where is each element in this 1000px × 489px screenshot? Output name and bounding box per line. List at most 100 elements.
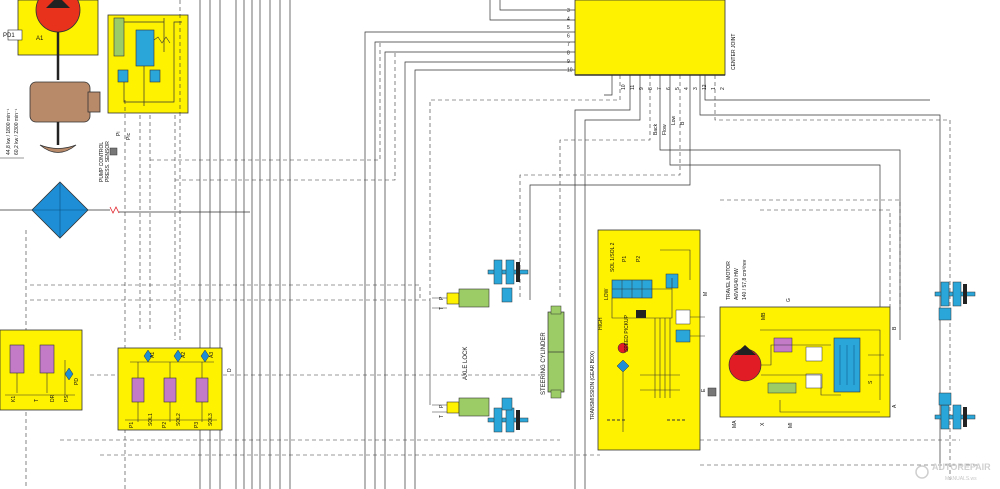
center-joint-label: CENTER JOINT: [731, 34, 737, 70]
solenoid-valve-block: A1 A2 A3 P1 SOL1 P2 SOL2 P3 SOL3 D: [117, 347, 233, 431]
center-joint-port-label: 5: [675, 87, 681, 90]
s-label: S: [868, 380, 874, 384]
pd-label: PD: [74, 378, 80, 385]
e-label: E: [701, 388, 707, 392]
center-joint-dashed-pipes: [429, 75, 951, 480]
mb-label: MB: [761, 312, 767, 320]
sol1-label: SOL1: [148, 413, 154, 426]
main-pump-block: PD1 A1: [3, 0, 99, 80]
p2-trans-label: P2: [636, 256, 642, 262]
d-label: D: [227, 368, 233, 372]
center-joint-port-label: 8: [648, 87, 654, 90]
engine-spec-2: 60,2 kw / 2300 min⁻¹: [14, 108, 20, 155]
dr-label: DR: [50, 394, 56, 402]
pic-label: Pic: [126, 133, 132, 140]
pump-control-sensor: PUMP CONTROL PRESS. SENSOR Pi Pic: [99, 132, 132, 182]
solenoid-icon: [39, 344, 55, 374]
x-label: X: [760, 422, 766, 426]
solenoid-icon: [9, 344, 25, 374]
travel-motor-dashed: [700, 199, 980, 466]
a1-top-label: A1: [36, 36, 44, 42]
travel-motor-block: TRAVEL MOTOR A6VM140 HW 140 / 57,8 cm³/r…: [719, 259, 898, 428]
ps-label: PS: [64, 395, 70, 402]
m-label: M: [703, 292, 709, 296]
transmission-label: TRANSMISSION (GEAR BOX): [590, 351, 596, 420]
p2-sol-label: P2: [162, 422, 168, 428]
mi-label: MI: [788, 422, 794, 428]
transmission-block: TRANSMISSION (GEAR BOX) HIGH LOW SOL 1/S…: [590, 229, 717, 451]
center-joint-port-label: 8: [567, 51, 570, 57]
center-joint-port-label: 1: [711, 87, 717, 90]
brake-valve-block-left: K1 T PD PS DR: [0, 329, 83, 411]
center-joint-port-label: 11: [630, 85, 636, 90]
b-label: B: [680, 121, 686, 125]
center-joint-port-label: 5: [567, 25, 570, 31]
a3-sol-label: A3: [209, 352, 215, 358]
center-joint-port-label: 9: [639, 87, 645, 90]
low-sol-label: LOW: [604, 288, 610, 300]
oil-cooler: [0, 181, 250, 239]
ma-label: MA: [732, 420, 738, 428]
p1-trans-label: P1: [622, 256, 628, 262]
axle-t1-label: T: [439, 307, 445, 310]
center-joint-port-label: 3: [693, 87, 699, 90]
sol3-label: SOL3: [208, 413, 214, 426]
a1-sol-label: A1: [150, 352, 156, 358]
k1-label: K1: [11, 396, 17, 402]
steering-cylinder: STEERING CYLINDER: [541, 305, 565, 399]
fan-icon: [39, 144, 77, 153]
axle-t2-label: T: [439, 415, 445, 418]
axle-p2-label: P: [439, 404, 445, 408]
pump-control-label-2: PRESS. SENSOR: [105, 141, 111, 182]
center-joint-port-label: 4: [684, 87, 690, 90]
watermark-line-2: MANUALS.ws: [945, 476, 977, 482]
g-label: G: [786, 298, 792, 302]
speed-pickup-label: SPEED PICKUP: [624, 314, 630, 352]
center-joint-pipes: [364, 0, 941, 489]
brake-disc-icon: [487, 259, 529, 303]
axle-lock: AXLE LOCK P T P T: [429, 288, 490, 418]
a2-sol-label: A2: [181, 352, 187, 358]
engine-spec-1: 44,8 kw / 1800 min⁻¹: [6, 108, 12, 155]
engine-icon: [29, 81, 91, 123]
flow-label: Flow: [662, 124, 668, 135]
high-label: HIGH: [598, 317, 604, 330]
low-label: Low: [671, 115, 677, 125]
center-joint-port-label: 4: [567, 17, 570, 23]
back-label: Back: [653, 123, 659, 135]
brake-disc-icon: [934, 392, 976, 430]
center-joint-port-label: 10: [567, 68, 573, 74]
t-label: T: [34, 399, 40, 402]
p1-sol-label: P1: [129, 422, 135, 428]
pump-control-label-1: PUMP CONTROL: [99, 142, 105, 182]
center-joint-port-label: 2: [720, 87, 726, 90]
axle-cylinder-icon: [458, 288, 490, 308]
watermark: AUTOREPAIR MANUALS.ws: [915, 462, 991, 482]
watermark-logo-icon: [915, 465, 929, 479]
engine: [29, 81, 101, 153]
travel-spec-2: 140 / 57,8 cm³/rev: [742, 259, 748, 300]
b-motor-label: B: [892, 326, 898, 330]
sol-label: SOL 1/SOL 2: [610, 242, 616, 272]
center-joint-port-label: 7: [567, 42, 570, 48]
watermark-line-1: AUTOREPAIR: [932, 462, 991, 472]
p3-sol-label: P3: [194, 422, 200, 428]
steering-cylinder-label: STEERING CYLINDER: [541, 332, 547, 395]
sol2-label: SOL2: [176, 413, 182, 426]
pi-label: Pi: [116, 132, 122, 136]
a-label: A: [892, 404, 898, 408]
center-joint-port-label: 6: [666, 87, 672, 90]
center-joint-port-label: 6: [567, 34, 570, 40]
axle-lock-label: AXLE LOCK: [463, 347, 469, 380]
pd1-label: PD1: [3, 33, 15, 39]
center-joint-port-label: 3: [567, 8, 570, 14]
travel-spec-1: A6VM140 HW: [734, 268, 740, 300]
pump-regulator-block: [107, 14, 189, 114]
axle-cylinder-icon: [458, 397, 490, 417]
center-joint-port-label: 10: [621, 84, 627, 90]
travel-motor-label: TRAVEL MOTOR: [726, 261, 732, 300]
